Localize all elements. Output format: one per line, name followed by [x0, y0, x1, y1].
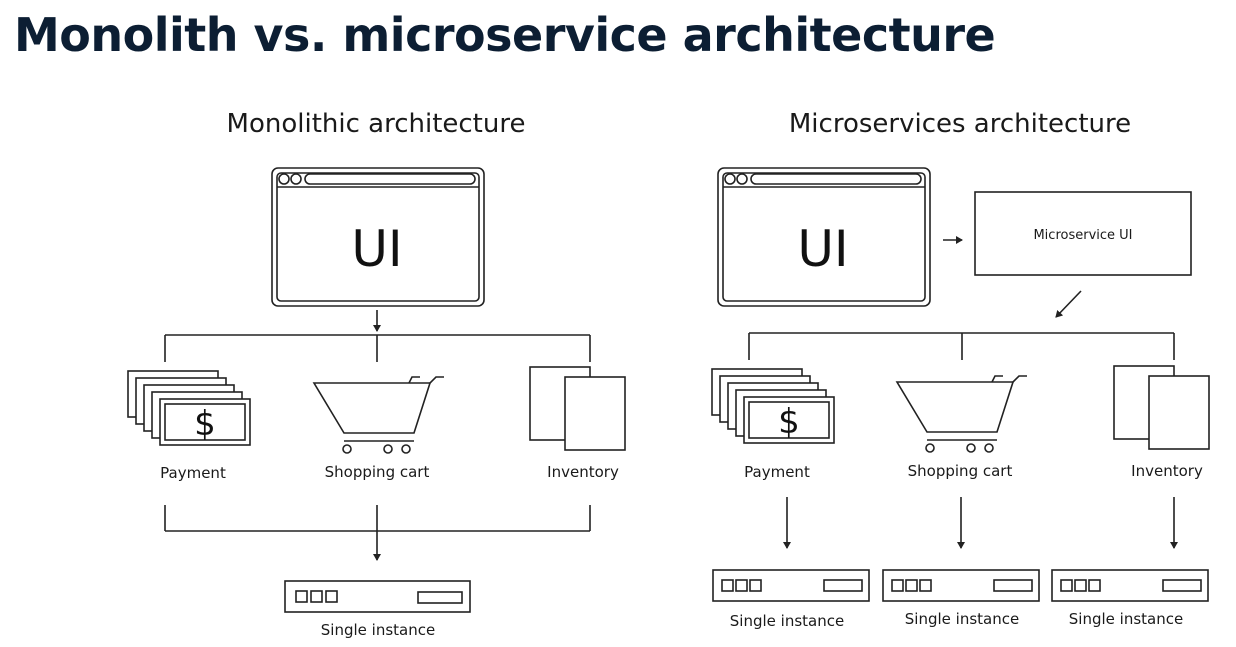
microservices-ui-window: UI — [717, 167, 931, 307]
monolith-ui-label: UI — [351, 220, 402, 278]
server-icon — [712, 569, 870, 602]
shopping-cart-icon — [312, 376, 444, 454]
server-icon — [882, 569, 1040, 602]
microservice-ui-box: Microservice UI — [974, 191, 1192, 276]
server-icon — [1051, 569, 1209, 602]
microservices-instance-label-1: Single instance — [730, 612, 844, 630]
microservices-cart-label: Shopping cart — [908, 462, 1013, 480]
microservices-instance-label-3: Single instance — [1069, 610, 1183, 628]
monolith-payment-label: Payment — [160, 464, 226, 482]
microservices-instance-label-2: Single instance — [905, 610, 1019, 628]
page-title: Monolith vs. microservice architecture — [14, 8, 996, 62]
monolith-cart-label: Shopping cart — [325, 463, 430, 481]
shopping-cart-icon — [895, 375, 1027, 453]
microservice-ui-label: Microservice UI — [1033, 228, 1132, 243]
svg-text:$: $ — [778, 402, 800, 442]
server-icon — [284, 580, 471, 613]
monolith-heading: Monolithic architecture — [227, 109, 526, 139]
monolith-instance-label: Single instance — [321, 621, 435, 639]
microservices-payment-label: Payment — [744, 463, 810, 481]
documents-icon — [1113, 365, 1210, 450]
documents-icon — [529, 366, 626, 451]
microservices-heading: Microservices architecture — [789, 109, 1131, 139]
money-stack-icon: $ — [711, 368, 835, 444]
microservices-ui-label: UI — [797, 220, 848, 278]
monolith-ui-window: UI — [271, 167, 485, 307]
microservices-inventory-label: Inventory — [1131, 462, 1203, 480]
money-stack-icon: $ — [127, 370, 251, 446]
svg-text:$: $ — [194, 404, 216, 444]
monolith-inventory-label: Inventory — [547, 463, 619, 481]
